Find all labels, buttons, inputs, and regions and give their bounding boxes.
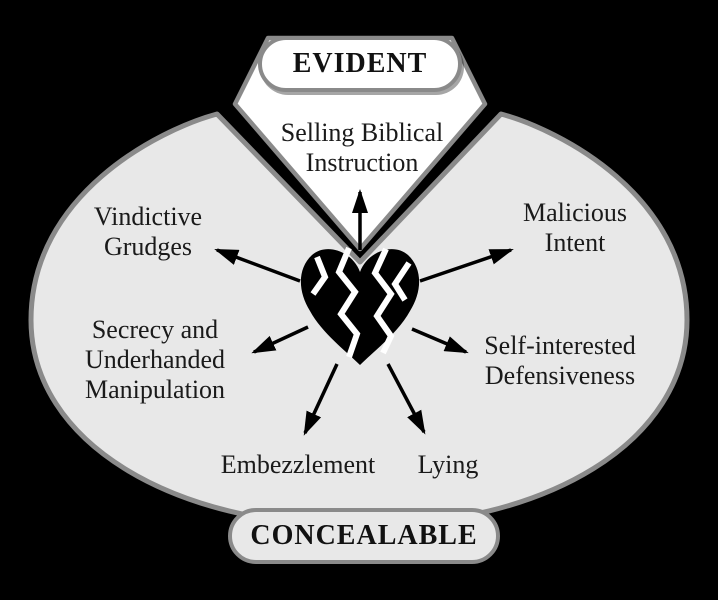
spoke-label-selling-biblical-instruction: Selling Biblical Instruction [280, 118, 444, 177]
arrow-left [251, 325, 309, 354]
arrow-upper-left [214, 248, 301, 283]
broken-heart-icon [300, 246, 420, 365]
spoke-arrows [214, 189, 514, 436]
spoke-label-lying: Lying [417, 450, 479, 479]
spoke-label-self-interested-defensiveness: Self-interested Defensiveness [484, 331, 636, 390]
arrow-right [411, 327, 469, 354]
spoke-label-malicious-intent: Malicious Intent [523, 198, 627, 257]
concealable-band: CONCEALABLE [228, 508, 500, 564]
evident-band-label: EVIDENT [292, 48, 428, 79]
arrow-upper-right [419, 248, 514, 283]
evident-band: EVIDENT [258, 36, 462, 92]
spoke-label-secrecy-underhanded-manipulation: Secrecy and Underhanded Manipulation [84, 315, 226, 404]
concealable-band-label: CONCEALABLE [250, 520, 478, 551]
arrow-lower-left [303, 363, 339, 436]
spoke-label-vindictive-grudges: Vindictive Grudges [93, 202, 203, 261]
arrow-lower-right [386, 363, 426, 435]
spoke-label-embezzlement: Embezzlement [220, 450, 376, 479]
